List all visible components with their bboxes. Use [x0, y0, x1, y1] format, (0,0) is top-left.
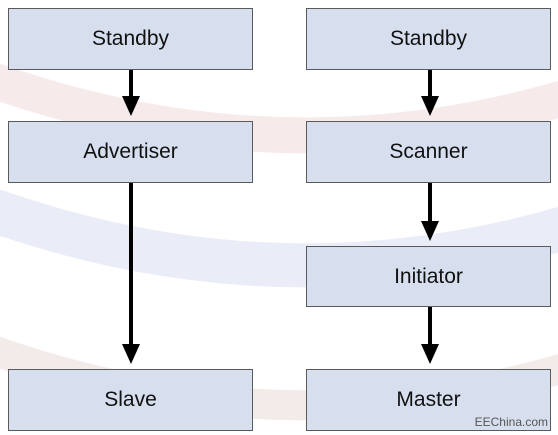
- state-standby-left: Standby: [8, 8, 253, 70]
- watermark-text: EEChina.com: [474, 415, 548, 429]
- state-master: Master: [306, 369, 551, 431]
- state-standby-right: Standby: [306, 8, 551, 70]
- state-initiator: Initiator: [306, 246, 551, 307]
- state-scanner: Scanner: [306, 121, 551, 183]
- state-slave: Slave: [8, 369, 253, 431]
- state-advertiser: Advertiser: [8, 121, 253, 183]
